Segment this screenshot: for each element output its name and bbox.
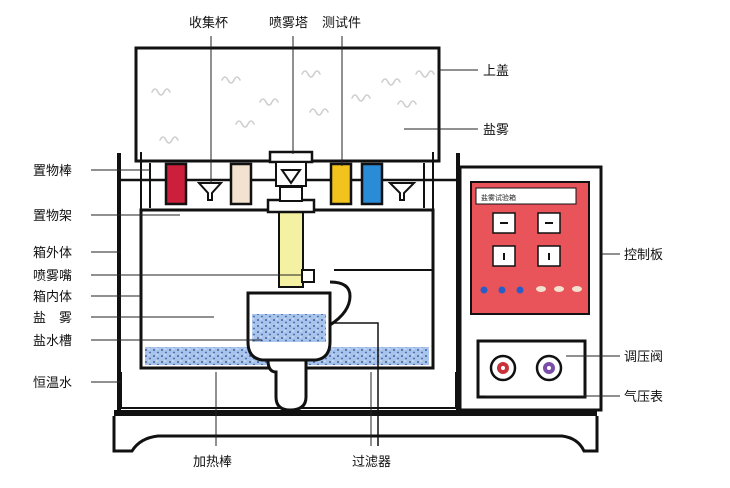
collector-cups [196,182,417,201]
label-nozzle: 喷雾嘴 [33,269,72,284]
fog-squiggle [301,70,321,78]
label-upper-lid: 上盖 [483,64,509,79]
spray-tower [266,150,316,288]
label-constant-temp-water: 恒温水 [33,376,72,391]
fog-squiggle [381,78,401,86]
label-outer-box: 箱外体 [33,245,72,261]
label-spray-tower: 喷雾塔 [269,16,308,31]
leader-lines [91,36,620,446]
fog-squiggle [351,94,371,102]
label-control-panel: 控制板 [624,248,663,263]
upper-lid [134,46,441,163]
label-rack-frame: 置物架 [33,209,72,224]
pressure-knobs [489,354,563,382]
label-pressure-valve: 调压阀 [624,350,663,365]
label-heating-rod: 加热棒 [193,455,232,470]
label-pressure-gauge: 气压表 [624,389,663,405]
fog-squiggle [415,70,435,78]
fog-squiggle [221,76,241,84]
fog-squiggle [397,100,417,108]
filter [330,322,379,446]
label-test-piece: 测试件 [322,16,361,31]
control-cabinet [458,165,603,412]
label-collector-cup: 收集杯 [189,15,228,31]
label-filter: 过滤器 [352,455,391,470]
fog-squiggle [309,108,329,116]
fog-squiggle [259,98,279,106]
test-pieces [164,162,384,206]
panel-title: 盐雾试验箱 [481,193,516,202]
fog-squiggle [235,120,255,128]
label-inner-box: 箱内体 [33,289,72,305]
labels: 收集杯 喷雾塔 测试件 上盖 盐雾 置物棒 置物架 箱外体 喷雾嘴 箱内体 盐 … [33,15,663,470]
label-rack-rod: 置物棒 [33,164,72,179]
brine-reservoir [246,269,352,412]
fog-squiggle [151,88,171,96]
label-salt-fog-top: 盐雾 [483,123,509,138]
label-brine-tank: 盐水槽 [33,334,72,349]
label-salt-fog-left: 盐 雾 [33,311,72,326]
fog-squiggle [159,136,179,144]
